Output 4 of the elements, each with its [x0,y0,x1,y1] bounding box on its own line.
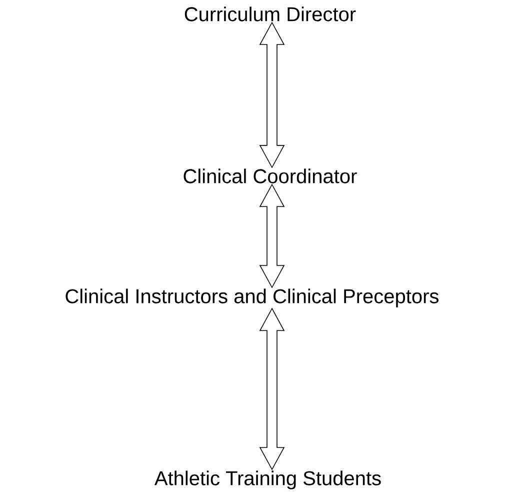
title-text: Clinical Coordinator [184,168,357,184]
title-text: Curriculum Director [184,6,356,22]
title-text: Clinical Instructors and Clinical Preceptors [66,288,438,308]
title-text: Athletic Training Students [154,470,381,490]
